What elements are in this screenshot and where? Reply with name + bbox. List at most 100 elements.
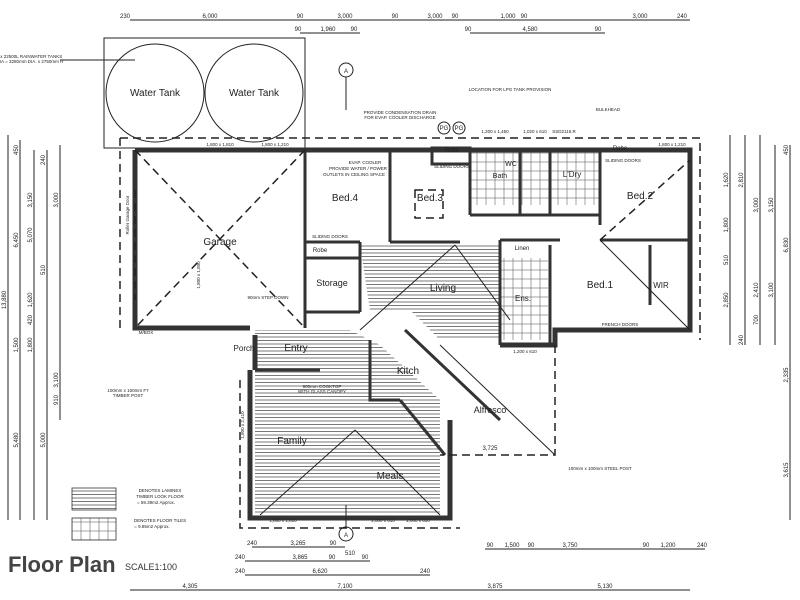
dimension-label: 1,800 xyxy=(724,217,730,233)
dimension-label: 1,500 xyxy=(14,337,20,353)
dimension-label: 510 xyxy=(724,254,730,265)
dimension-label: 3,150 xyxy=(769,197,775,213)
note-bulkhead: BULKHEAD xyxy=(596,107,621,112)
dimension-label: 2,410 xyxy=(754,282,760,298)
dimension-label: 240 xyxy=(235,569,246,575)
window-size-label: 2,000 x 610 xyxy=(371,518,395,523)
page-title: Floor Plan xyxy=(8,552,116,577)
legend-text: DENOTES FLOOR TILES xyxy=(134,518,186,523)
dimension-label: 1,960 xyxy=(320,27,336,33)
legend-text: = 59.39m2 Approx. xyxy=(137,500,175,505)
note-roller: Roller Garage Door xyxy=(125,195,130,235)
window-size-label: SSD2115.R xyxy=(552,129,576,134)
dimension-label: 6,620 xyxy=(312,569,328,575)
dimension-label: 5,000 xyxy=(41,432,47,448)
dimension-label: 3,000 xyxy=(632,14,648,20)
note-tanks-2: DIA = 3280mm DIA. x 2750mm H xyxy=(0,59,63,64)
dimension-label: 910 xyxy=(54,394,60,405)
dimension-label: 1,800 xyxy=(28,337,34,353)
dimension-label: 13,880 xyxy=(2,290,8,309)
dimension-label: 1,620 xyxy=(724,172,730,188)
note-steel-post: 100mm x 100mm STEEL POST xyxy=(568,466,632,471)
section-marker-bottom xyxy=(338,505,354,542)
dimension-label: 3,000 xyxy=(337,14,353,20)
external-walls xyxy=(132,147,693,521)
dimension-label: 7,100 xyxy=(337,584,353,590)
room-label-laundry: L'Dry xyxy=(563,170,581,179)
legend-tile-swatch xyxy=(71,517,117,541)
section-marker-label: A xyxy=(344,69,348,75)
tiled-floor-areas xyxy=(470,150,600,340)
dimension-label: 5,130 xyxy=(597,584,613,590)
dimension-label: 3,000 xyxy=(754,197,760,213)
room-label-lpg1: PG xyxy=(440,126,449,132)
window-size-label: 1,800 x 1,210 xyxy=(261,142,289,147)
dimension-label: 450 xyxy=(14,144,20,155)
dimension-label: 90 xyxy=(465,27,472,33)
note-sliding-3: SLIDING DOORS xyxy=(605,158,641,163)
room-label-wir: WIR xyxy=(653,281,669,290)
window-size-label: 1,800 x 1,210 xyxy=(658,142,686,147)
note-step: 90mm STEP DOWN xyxy=(248,295,289,300)
internal-walls xyxy=(255,146,690,456)
window-size-label: 1,800 x 1,810 xyxy=(269,518,297,523)
dimension-label: 90 xyxy=(297,14,304,20)
dimension-label: 90 xyxy=(595,27,602,33)
dimension-label: 3,750 xyxy=(562,543,578,549)
dimension-label: 420 xyxy=(28,314,34,325)
dimension-label: 240 xyxy=(247,541,258,547)
note-drain-2: FOR EVAP. COOLER DISCHARGE xyxy=(364,115,435,120)
lpg-bottles xyxy=(437,121,466,135)
dimension-label: 3,150 xyxy=(28,192,34,208)
note-cooktop-1: 900mm COOKTOP xyxy=(303,384,342,389)
dimension-label: 700 xyxy=(754,314,760,325)
dimension-label: 3,100 xyxy=(769,282,775,298)
note-sliding-2: SLIDING DOORS xyxy=(434,164,470,169)
dimension-label: 3,615 xyxy=(784,462,790,478)
room-label-robe-bed4: Robe xyxy=(313,248,328,254)
window-size-label: 1,800 x 2,410 xyxy=(240,411,245,439)
room-label-living: Living xyxy=(430,283,456,294)
room-label-meals: Meals xyxy=(377,471,404,482)
dimension-label: 90 xyxy=(330,541,337,547)
dimension-label: 90 xyxy=(351,27,358,33)
legend-text: = 9.85m2 Approx. xyxy=(134,524,169,529)
dimension-label: 4,305 xyxy=(182,584,198,590)
note-cooktop-2: WITH GLASS CANOPY xyxy=(298,389,346,394)
note-meterbox: M/BOX xyxy=(139,330,154,335)
room-label-porch: Porch xyxy=(234,344,255,353)
dimension-label: 240 xyxy=(235,555,246,561)
dimension-label: 6,450 xyxy=(14,232,20,248)
dimension-label: 2,335 xyxy=(784,367,790,383)
dimension-label: 5,480 xyxy=(14,432,20,448)
room-label-bed4: Bed.4 xyxy=(332,193,359,204)
room-label-linen: Linen xyxy=(515,246,530,252)
section-marker-label: A xyxy=(344,533,348,539)
dimension-label: 3,000 xyxy=(427,14,443,20)
window-size-label: 1,020 x 610 xyxy=(523,129,547,134)
note-sliding-1: SLIDING DOORS xyxy=(312,234,348,239)
dimension-label: 3,000 xyxy=(54,192,60,208)
room-label-water-tank-2: Water Tank xyxy=(229,88,280,99)
dimension-label: 1,200 xyxy=(660,543,676,549)
dimension-label: 2,810 xyxy=(739,172,745,188)
dimension-label: 90 xyxy=(487,543,494,549)
dimension-label: 2,850 xyxy=(724,292,730,308)
legend-timber-swatch xyxy=(71,487,117,511)
room-label-bath: Bath xyxy=(493,173,508,180)
note-evap-3: OUTLETS IN CEILING SPACE xyxy=(323,172,385,177)
room-label-robe-bed2: Robe xyxy=(613,146,628,152)
room-label-wc: WC xyxy=(505,161,517,168)
note-timber-post-1: 100mm x 100mm F7 xyxy=(107,388,149,393)
dimension-label: 90 xyxy=(392,14,399,20)
note-evap-2: PROVIDE WATER / POWER xyxy=(329,166,388,171)
dimension-label: 230 xyxy=(120,14,131,20)
dimension-label: 240 xyxy=(41,154,47,165)
window-size-label: 1,800 x 1,800 xyxy=(196,261,201,289)
note-evap-1: EVAP. COOLER xyxy=(349,160,382,165)
note-lpg: LOCATION FOR LPG TANK PROVISION xyxy=(469,87,552,92)
dimension-label: 5,070 xyxy=(28,227,34,243)
dimension-label: 90 xyxy=(452,14,459,20)
dimension-label: 1,000 xyxy=(500,14,516,20)
